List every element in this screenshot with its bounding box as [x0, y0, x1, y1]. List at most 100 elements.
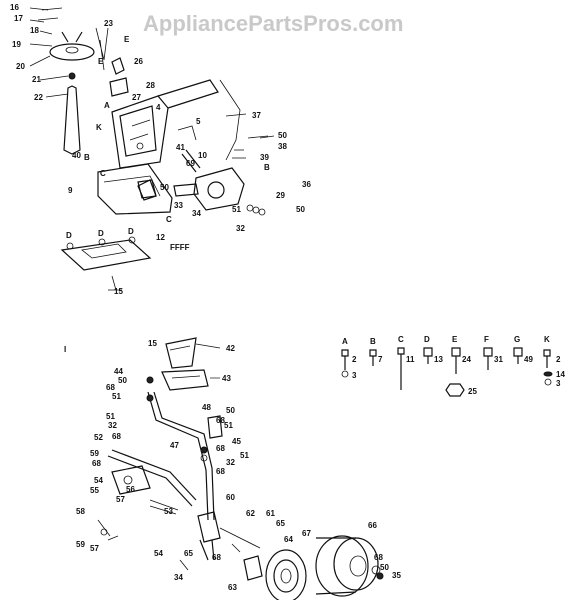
callout-57-b: 57	[90, 544, 99, 553]
callout-15-a: 15	[114, 287, 123, 296]
callout-60: 60	[226, 493, 235, 502]
callout-51-b: 51	[112, 392, 121, 401]
callout-D-2: D	[98, 229, 104, 238]
callout-23: 23	[104, 19, 113, 28]
callout-15-b: 15	[148, 339, 157, 348]
callout-27: 27	[132, 93, 141, 102]
callout-29: 29	[276, 191, 285, 200]
callout-38: 38	[278, 142, 287, 151]
callout-51-e: 51	[240, 451, 249, 460]
callout-18: 18	[30, 26, 39, 35]
callout-28: 28	[146, 81, 155, 90]
callout-33: 33	[174, 201, 183, 210]
callout-69: 69	[186, 159, 195, 168]
callout-45: 45	[232, 437, 241, 446]
callout-I: I	[64, 345, 66, 354]
callout-16: 16	[10, 3, 19, 12]
callout-67: 67	[302, 529, 311, 538]
callout-C-1: C	[100, 169, 106, 178]
legend-letter-E: E	[452, 335, 458, 344]
callout-A-1: A	[104, 101, 110, 110]
callout-54-a: 54	[94, 476, 103, 485]
callout-68-c: 68	[112, 432, 121, 441]
callout-50-f: 50	[380, 563, 389, 572]
callout-68-b: 68	[216, 416, 225, 425]
legend-extra-K: 14	[556, 370, 565, 379]
callout-E-2: E	[98, 57, 104, 66]
legend-number-B: 7	[378, 355, 383, 364]
callout-D-1: D	[66, 231, 72, 240]
legend-letter-K: K	[544, 335, 550, 344]
callout-C-2: C	[166, 215, 172, 224]
callout-37: 37	[252, 111, 261, 120]
callout-68-f: 68	[92, 459, 101, 468]
callout-61: 61	[266, 509, 275, 518]
hardware-legend	[341, 347, 553, 397]
leader-lines	[29, 7, 275, 541]
steering-gear-assembly	[137, 79, 269, 216]
callout-26: 26	[134, 57, 143, 66]
upper-bracket-42	[165, 337, 197, 369]
callout-68-g: 68	[212, 553, 221, 562]
callout-9: 9	[68, 186, 73, 195]
callout-22: 22	[34, 93, 43, 102]
callout-17: 17	[14, 14, 23, 23]
wheel-assembly	[231, 535, 384, 600]
legend-letter-C: C	[398, 335, 404, 344]
callout-12: 12	[156, 233, 165, 242]
callout-4: 4	[156, 103, 161, 112]
callout-58: 58	[76, 507, 85, 516]
callout-5: 5	[196, 117, 201, 126]
callout-32-a: 32	[236, 224, 245, 233]
callout-32-c: 32	[226, 458, 235, 467]
callout-20: 20	[16, 62, 25, 71]
callout-39: 39	[260, 153, 269, 162]
callout-51-a: 51	[232, 205, 241, 214]
callout-35: 35	[392, 571, 401, 580]
callout-D-3: D	[128, 227, 134, 236]
callout-19: 19	[12, 40, 21, 49]
legend-letter-D: D	[424, 335, 430, 344]
callout-B-2: B	[84, 153, 90, 162]
callout-68-h: 68	[374, 553, 383, 562]
callout-FFFF: FFFF	[170, 243, 190, 252]
steering-wheel-assembly	[37, 7, 109, 155]
hardware-legend-labels: A 2 3 B 7 C 11 D 13 E 24 25 F 31 G 49 K …	[342, 335, 565, 396]
callout-51-d: 51	[224, 421, 233, 430]
legend-letter-B: B	[370, 337, 376, 346]
callout-labels: 16 17 18 19 20 21 22 23 E E 26 28 27 A 4…	[10, 3, 401, 592]
callout-41: 41	[176, 143, 185, 152]
callout-47: 47	[170, 441, 179, 450]
legend-number-A: 2	[352, 355, 357, 364]
callout-40: B	[264, 163, 270, 172]
callout-34-a: 34	[192, 209, 201, 218]
legend-letter-F: F	[484, 335, 489, 344]
spindle-assembly	[97, 511, 261, 571]
callout-55: 55	[90, 486, 99, 495]
callout-66: 66	[368, 521, 377, 530]
legend-number-C: 11	[406, 355, 415, 364]
legend-extra-E: 25	[468, 387, 477, 396]
callout-65-b: 65	[184, 549, 193, 558]
legend-extra-A: 3	[352, 371, 357, 380]
callout-48: 48	[202, 403, 211, 412]
callout-59-b: 59	[76, 540, 85, 549]
dash-panel	[109, 57, 219, 169]
callout-65-a: 65	[276, 519, 285, 528]
callout-68-d: 68	[216, 444, 225, 453]
callout-50-c: 50	[296, 205, 305, 214]
callout-10: 10	[198, 151, 207, 160]
callout-50-e: 50	[226, 406, 235, 415]
callout-63: 63	[228, 583, 237, 592]
legend-extra2-K: 3	[556, 379, 561, 388]
legend-number-F: 31	[494, 355, 503, 364]
callout-32-b: 32	[108, 421, 117, 430]
bracket-43	[161, 369, 209, 391]
legend-number-E: 24	[462, 355, 471, 364]
callout-57-a: 57	[116, 495, 125, 504]
callout-54-b: 54	[154, 549, 163, 558]
callout-68-a: 68	[106, 383, 115, 392]
tie-rod-assembly	[107, 449, 197, 515]
callout-43: 43	[222, 374, 231, 383]
